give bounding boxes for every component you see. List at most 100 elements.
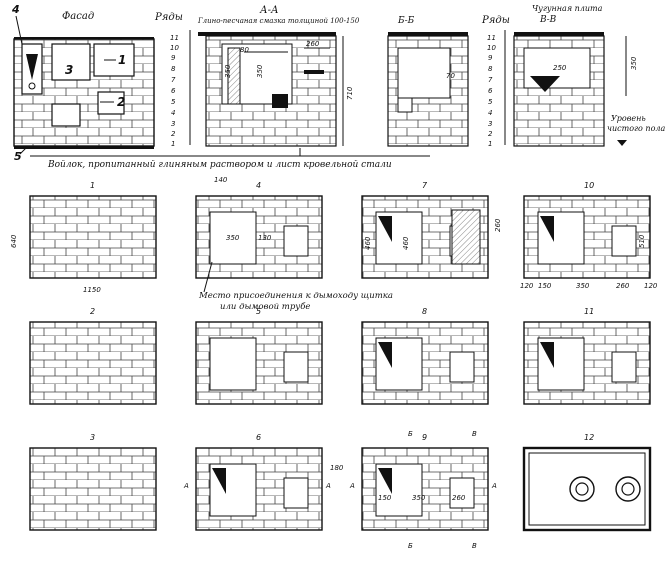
dimension-label: 180: [330, 464, 344, 472]
layer-plan-12: 12: [522, 433, 652, 532]
felt-note: Войлок, пропитанный глиняным раствором и…: [47, 160, 392, 170]
svg-text:350: 350: [630, 56, 638, 70]
firebox-opening: [209, 211, 257, 265]
dimension-label: А: [325, 482, 331, 490]
svg-text:4: 4: [171, 109, 175, 117]
svg-text:70: 70: [446, 72, 455, 80]
dimension-label: 130: [258, 234, 272, 242]
layer-number: 2: [90, 307, 95, 316]
layer-plan-1: 1 640 1150: [10, 181, 157, 294]
svg-text:350: 350: [256, 64, 264, 78]
steel-sheet-mark: [378, 216, 392, 242]
flue-channel: [449, 351, 475, 383]
steel-sheet-mark: [378, 468, 392, 494]
steel-sheet-mark: [540, 342, 554, 368]
layer-number: 1: [90, 181, 95, 190]
layer-number: 8: [422, 307, 427, 316]
brick-course: [29, 321, 157, 405]
svg-text:6: 6: [488, 87, 493, 95]
row-scale-left: 11 10 9 8 7 6 5 4 3 2 1: [170, 30, 191, 148]
dimension-label: В: [472, 542, 477, 550]
dimension-label: Б: [408, 542, 413, 550]
felt-note-leader: Войлок, пропитанный глиняным раствором и…: [30, 148, 430, 170]
svg-text:4: 4: [488, 109, 492, 117]
dimension-label: А: [491, 482, 497, 490]
facade-callouts: 4 3 1 2 5: [11, 3, 126, 163]
dimension-label: 140: [214, 176, 228, 184]
steel-sheet-mark: [212, 468, 226, 494]
dimension-label: Б: [408, 430, 413, 438]
dimension-label: 150: [538, 282, 552, 290]
dimension-label: 460: [364, 236, 372, 250]
burner-center-2: [621, 482, 635, 496]
layer-number: 10: [584, 181, 594, 190]
svg-text:2: 2: [488, 130, 493, 138]
chimney-note-line-2: или дымовой трубе: [220, 301, 310, 312]
dimension-label: 350: [412, 494, 426, 502]
dimension-label: 1150: [83, 286, 101, 294]
layer-number: 11: [584, 307, 594, 316]
section-vv-label: В-В: [539, 15, 557, 25]
layer-plan-3: 3: [29, 433, 157, 531]
svg-text:710: 710: [346, 86, 354, 100]
layer-number: 9: [422, 433, 427, 442]
cast-iron-note: Чугунная плита: [532, 4, 603, 13]
firebox-opening: [209, 337, 257, 391]
dimension-label: 260: [452, 494, 466, 502]
svg-text:1: 1: [488, 140, 492, 148]
section-a-a: Ряды А-А Глино-песчаная смазка толщиной …: [154, 5, 360, 148]
chimney-note: Место присоединения к дымоходу щитка или…: [198, 261, 393, 312]
dimension-label: 150: [378, 494, 392, 502]
svg-text:350: 350: [224, 64, 232, 78]
svg-text:6: 6: [171, 87, 176, 95]
layer-plan-5: 5: [195, 307, 323, 405]
svg-text:11: 11: [487, 34, 496, 42]
dimension-label: 260: [616, 282, 630, 290]
facade-label: Фасад: [62, 11, 94, 22]
svg-text:8: 8: [488, 65, 493, 73]
flue-channel: [283, 477, 309, 509]
flue-channel: [283, 351, 309, 383]
dimension-label: 640: [10, 234, 18, 248]
oven-box: [451, 209, 481, 265]
callout-5: 5: [14, 150, 22, 163]
chimney-note-line-1: Место присоединения к дымоходу щитка: [198, 291, 393, 301]
brick-course: [29, 447, 157, 531]
flue-channel: [611, 351, 637, 383]
layer-plan-11: 11: [523, 307, 651, 405]
section-v-v: Ряды Чугунная плита В-В 11 10 9 8 7 6 5 …: [481, 4, 665, 148]
svg-text:10: 10: [487, 44, 496, 52]
callout-4: 4: [11, 3, 20, 16]
svg-text:3: 3: [171, 120, 175, 128]
flue-channel: [611, 225, 637, 257]
dimension-label: 350: [226, 234, 240, 242]
svg-text:250: 250: [553, 64, 567, 72]
row-scale-right: 11 10 9 8 7 6 5 4 3 2 1: [487, 30, 506, 148]
dimension-label: 120: [644, 282, 658, 290]
callout-3: 3: [65, 63, 73, 77]
plate-inner-edge: [528, 452, 646, 526]
svg-text:11: 11: [170, 34, 179, 42]
layer-number: 5: [256, 307, 261, 316]
dimension-label: 120: [520, 282, 534, 290]
rows-label-right: Ряды: [481, 15, 510, 26]
svg-text:1: 1: [171, 140, 175, 148]
callout-1: 1: [118, 53, 126, 67]
facade-view: Фасад: [13, 11, 155, 149]
layer-number: 3: [90, 433, 95, 442]
dimension-label: В: [472, 430, 477, 438]
svg-text:80: 80: [240, 46, 249, 54]
dimension-label: 350: [576, 282, 590, 290]
floor-note-1: Уровень: [611, 114, 646, 123]
clay-note: Глино-песчаная смазка толщиной 100-150: [197, 17, 360, 25]
flue-channel: [283, 225, 309, 257]
layer-plan-2: 2: [29, 307, 157, 405]
dimension-label: 460: [402, 236, 410, 250]
svg-text:5: 5: [488, 98, 493, 106]
dimension-label: А: [349, 482, 355, 490]
burner-center-1: [575, 482, 589, 496]
